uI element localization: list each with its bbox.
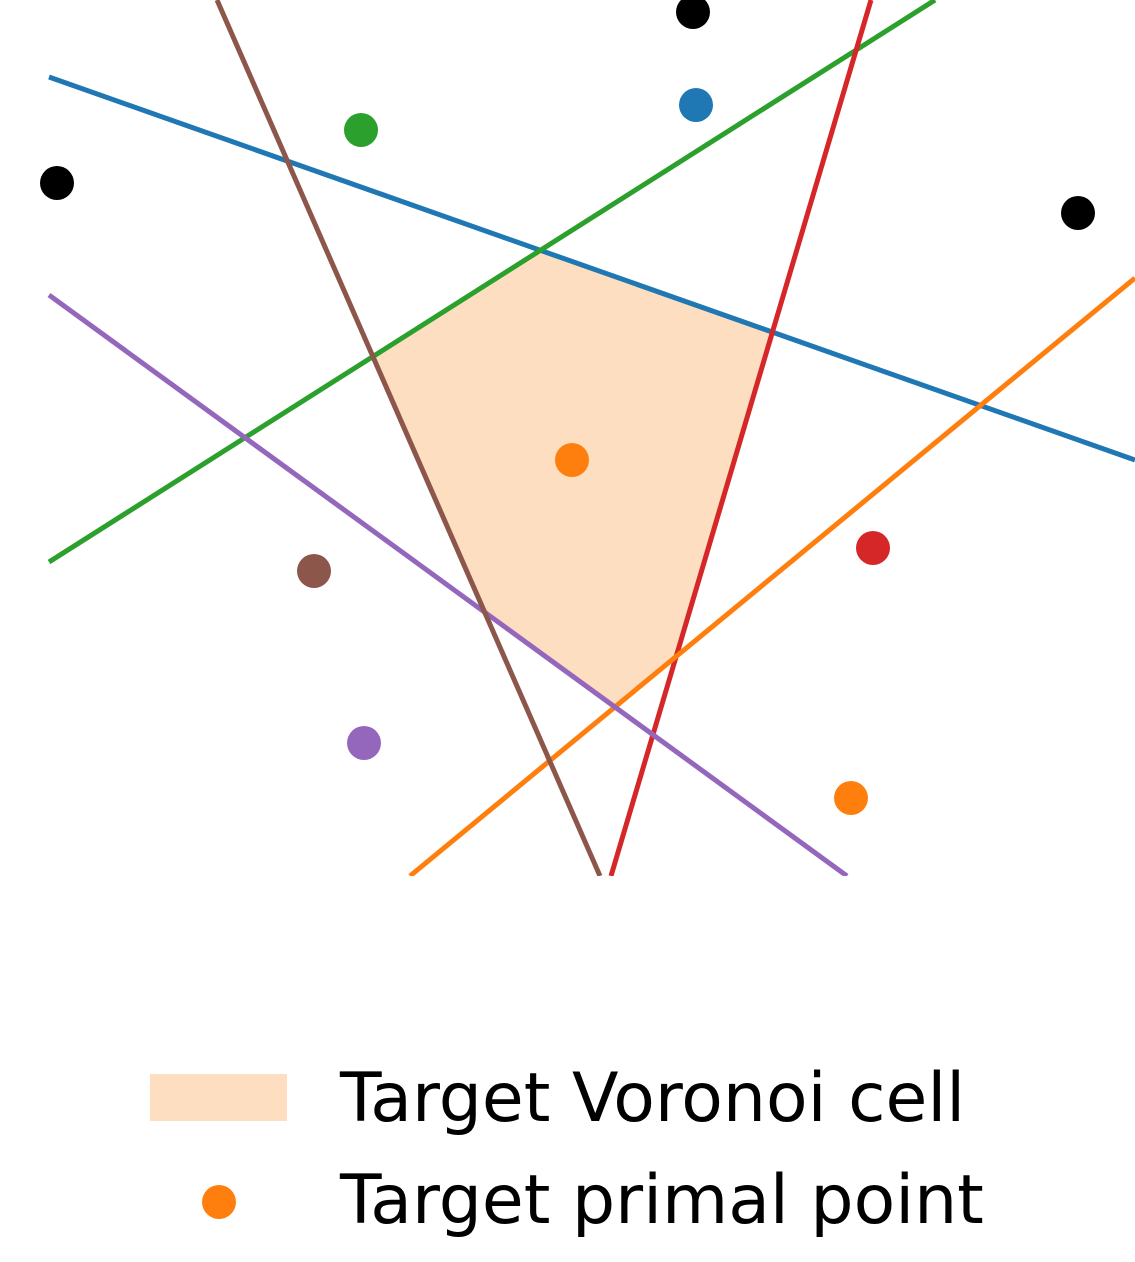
neighbor-point-purple bbox=[347, 726, 381, 760]
bisector-line-red bbox=[608, 0, 874, 876]
neighbor-point-red bbox=[856, 531, 890, 565]
legend: Target Voronoi cell Target primal point bbox=[150, 1059, 984, 1240]
target-voronoi-cell bbox=[373, 249, 772, 706]
neighbor-point-green bbox=[344, 113, 378, 147]
legend-marker-point bbox=[202, 1185, 236, 1219]
bisector-line-brown bbox=[214, 0, 603, 876]
other-point bbox=[1061, 196, 1095, 230]
other-point bbox=[676, 0, 710, 29]
legend-swatch-cell bbox=[150, 1074, 287, 1121]
bisector-line-green bbox=[47, 0, 937, 565]
legend-label-point: Target primal point bbox=[339, 1161, 984, 1240]
plot-area bbox=[40, 0, 1135, 876]
neighbor-point-brown bbox=[297, 554, 331, 588]
target-primal-point bbox=[555, 443, 589, 477]
neighbor-point-blue bbox=[679, 88, 713, 122]
neighbor-point-orange bbox=[834, 781, 868, 815]
bisector-line-blue bbox=[48, 74, 1135, 463]
other-point bbox=[40, 166, 74, 200]
legend-label-cell: Target Voronoi cell bbox=[339, 1059, 965, 1138]
bisector-line-orange bbox=[408, 276, 1135, 876]
bisector-line-purple bbox=[47, 292, 849, 876]
